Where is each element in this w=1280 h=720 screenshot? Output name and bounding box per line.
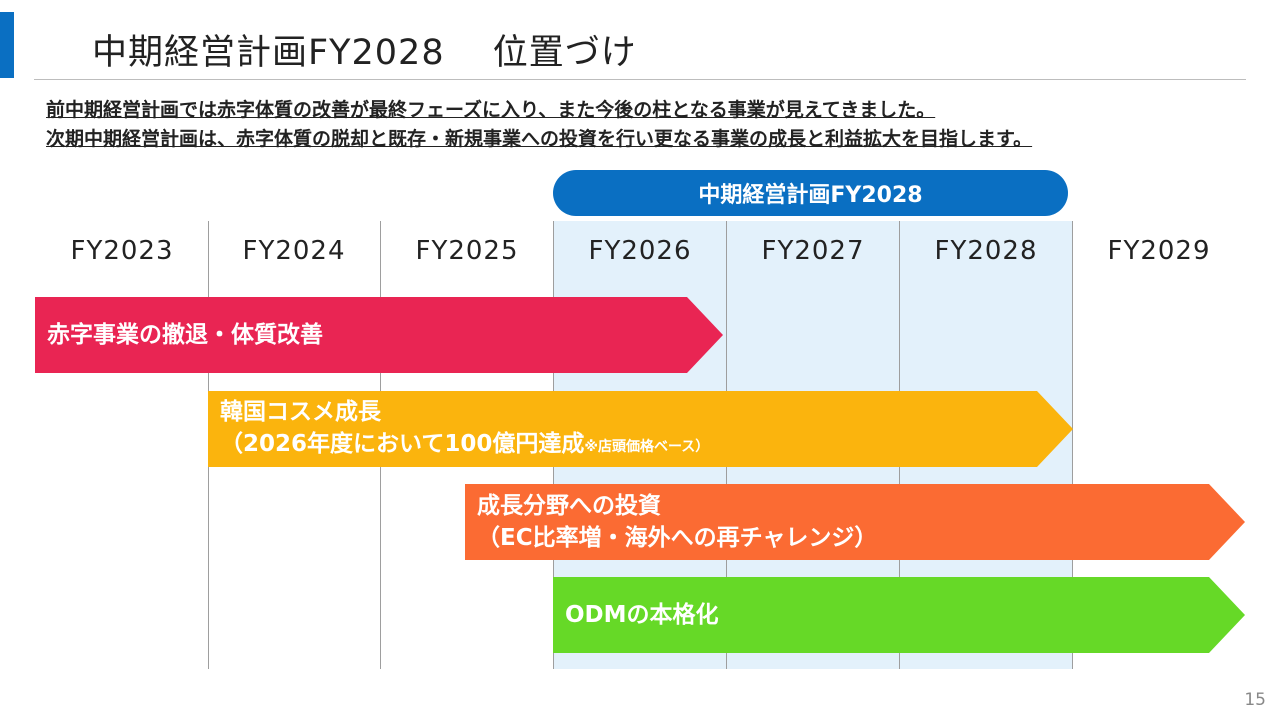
year-label-fy2023: FY2023 [70, 236, 174, 266]
initiative-note: ※店頭価格ベース） [584, 438, 710, 455]
initiative-label: 韓国コスメ成長 [220, 398, 381, 425]
initiative-sublabel: （EC比率増・海外への再チャレンジ） [477, 525, 878, 551]
year-label-fy2026: FY2026 [588, 236, 692, 266]
timeline-divider [1072, 221, 1073, 669]
initiative-arrow-growth-investment: 成長分野への投資 （EC比率増・海外への再チャレンジ） [465, 484, 1245, 560]
initiative-arrow-korean-cosmetics: 韓国コスメ成長 （2026年度において100億円達成※店頭価格ベース） [208, 391, 1073, 467]
year-label-fy2024: FY2024 [242, 236, 346, 266]
initiative-label: ODMの本格化 [565, 602, 719, 628]
plan-period-label: 中期経営計画FY2028 [553, 170, 1068, 216]
intro-line-2: 次期中期経営計画は、赤字体質の脱却と既存・新規事業への投資を行い更なる事業の成長… [46, 128, 1033, 150]
initiative-arrow-restructuring: 赤字事業の撤退・体質改善 [35, 297, 723, 373]
year-label-fy2027: FY2027 [761, 236, 865, 266]
page-number: 15 [1244, 690, 1266, 710]
initiative-label: 赤字事業の撤退・体質改善 [47, 322, 323, 348]
initiative-label: 成長分野への投資 [477, 493, 661, 519]
year-label-fy2025: FY2025 [415, 236, 519, 266]
intro-text: 前中期経営計画では赤字体質の改善が最終フェーズに入り、また今後の柱となる事業が見… [46, 96, 1266, 154]
initiative-sublabel-main: （2026年度において100億円達成 [220, 430, 585, 457]
initiative-sublabel: （2026年度において100億円達成※店頭価格ベース） [220, 428, 1073, 463]
accent-bar [0, 12, 14, 78]
title-divider [34, 79, 1246, 80]
slide-title: 中期経営計画FY2028 位置づけ [92, 33, 637, 73]
year-label-fy2028: FY2028 [934, 236, 1038, 266]
intro-line-1: 前中期経営計画では赤字体質の改善が最終フェーズに入り、また今後の柱となる事業が見… [46, 99, 936, 121]
initiative-arrow-odm: ODMの本格化 [553, 577, 1245, 653]
year-label-fy2029: FY2029 [1107, 236, 1211, 266]
